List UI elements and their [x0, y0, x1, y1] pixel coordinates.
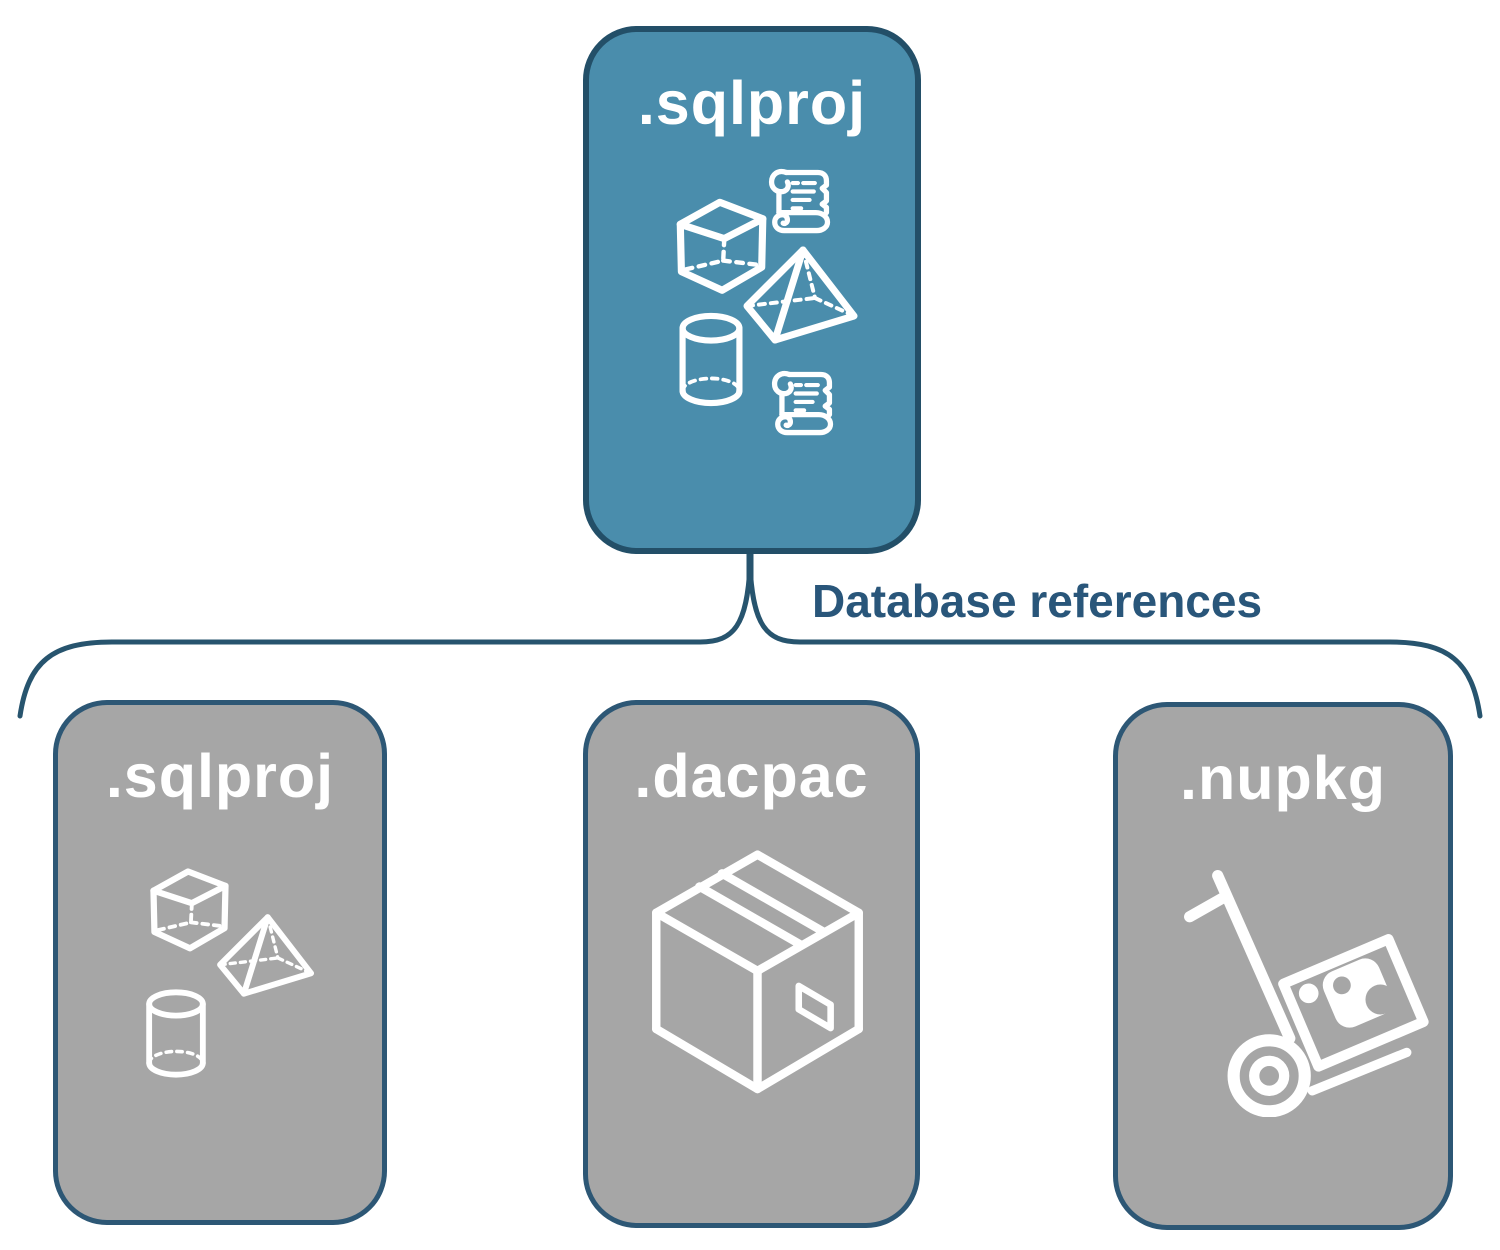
sql-objects-icon-cluster [58, 853, 392, 1093]
child-box-title: .nupkg [1180, 744, 1386, 812]
cylinder-icon [149, 992, 203, 1074]
package-box-icon [645, 843, 870, 1111]
root-box-sqlproj: .sqlproj [583, 26, 921, 554]
scroll-icon [775, 374, 831, 433]
brace-connector [17, 554, 1483, 719]
child-box-dacpac: .dacpac [583, 700, 920, 1228]
child-box-nupkg: .nupkg [1113, 702, 1453, 1230]
brace-path [17, 565, 1483, 719]
cylinder-icon [683, 316, 740, 403]
connector-label: Database references [812, 575, 1263, 627]
hand-truck-icon [1170, 855, 1432, 1117]
child-box-title: .dacpac [634, 742, 869, 810]
cube-icon [153, 871, 225, 948]
scroll-icon [772, 172, 828, 231]
cube-icon [680, 202, 763, 290]
child-box-sqlproj: .sqlproj [53, 700, 387, 1225]
child-box-title: .sqlproj [105, 742, 335, 810]
sql-objects-icon-cluster [589, 160, 927, 472]
pyramid-icon [220, 917, 311, 994]
root-box-title: .sqlproj [637, 69, 867, 137]
